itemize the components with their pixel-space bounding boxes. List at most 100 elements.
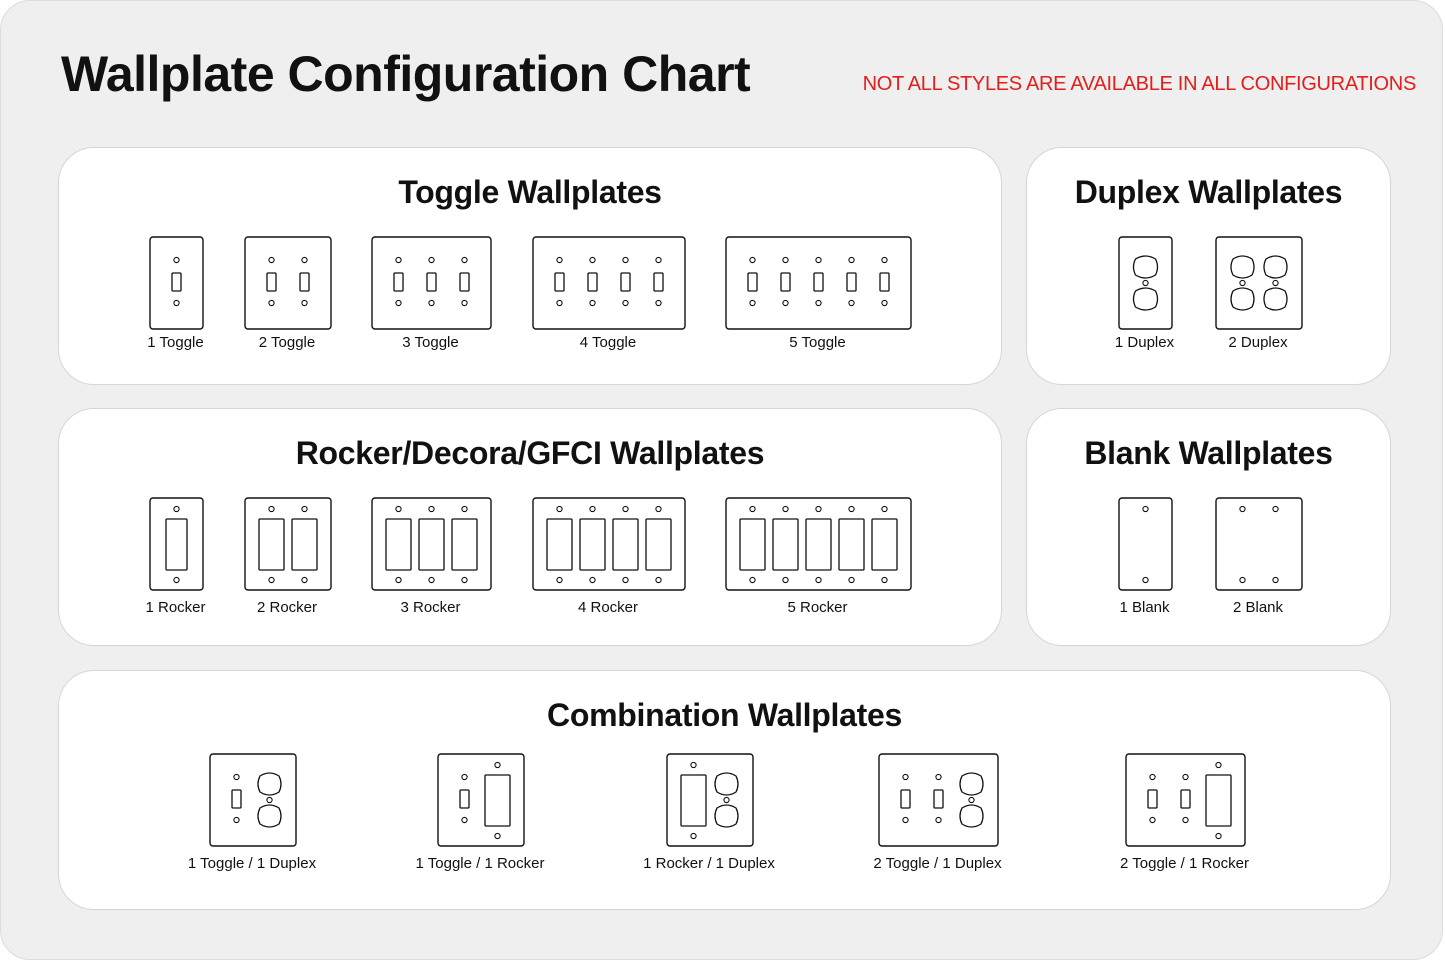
screw-hole bbox=[1182, 773, 1189, 781]
blank-opening-1 bbox=[1142, 505, 1149, 584]
screw-hole bbox=[428, 256, 435, 264]
rocker-opening-2 bbox=[418, 505, 445, 584]
screw-hole bbox=[848, 576, 855, 584]
combination-plate-3 bbox=[666, 753, 754, 847]
screw-hole bbox=[173, 505, 180, 513]
screw-hole bbox=[622, 576, 629, 584]
screw-hole bbox=[395, 299, 402, 307]
screw-hole bbox=[655, 299, 662, 307]
screw-hole bbox=[1239, 505, 1246, 513]
toggle-plate-2 bbox=[244, 236, 332, 330]
rocker-opening-1 bbox=[258, 505, 285, 584]
screw-hole bbox=[233, 773, 240, 781]
screw-hole bbox=[428, 505, 435, 513]
plate-outline bbox=[209, 753, 297, 847]
toggle-opening-3 bbox=[459, 256, 470, 307]
toggle-opening-4 bbox=[846, 256, 857, 307]
screw-hole bbox=[815, 256, 822, 264]
toggle-opening-2 bbox=[1180, 773, 1191, 824]
rocker-plate-1 bbox=[149, 497, 204, 591]
screw-hole bbox=[395, 505, 402, 513]
duplex-plate-label-1: 1 Duplex bbox=[1114, 334, 1175, 351]
page-title: Wallplate Configuration Chart bbox=[61, 46, 751, 102]
rocker-plate-label-5: 5 Rocker bbox=[787, 599, 848, 616]
duplex-opening-1 bbox=[1230, 255, 1255, 311]
combination-plate-2 bbox=[437, 753, 525, 847]
screw-hole bbox=[968, 796, 975, 804]
toggle-plate-5 bbox=[725, 236, 912, 330]
duplex-plate-2 bbox=[1215, 236, 1303, 330]
screw-hole bbox=[1149, 773, 1156, 781]
screw-hole bbox=[1142, 279, 1149, 287]
rocker-opening-3 bbox=[805, 505, 832, 584]
screw-hole bbox=[173, 256, 180, 264]
plate-outline bbox=[244, 236, 332, 330]
screw-hole bbox=[690, 832, 697, 840]
duplex-opening-3 bbox=[959, 772, 984, 828]
duplex-opening-2 bbox=[714, 772, 739, 828]
combination-plate-5 bbox=[1125, 753, 1246, 847]
plate-outline bbox=[1215, 236, 1303, 330]
toggle-plate-1 bbox=[149, 236, 204, 330]
screw-hole bbox=[1272, 505, 1279, 513]
screw-hole bbox=[1142, 505, 1149, 513]
toggle-plate-3 bbox=[371, 236, 492, 330]
screw-hole bbox=[749, 576, 756, 584]
toggle-opening-2 bbox=[933, 773, 944, 824]
screw-hole bbox=[268, 256, 275, 264]
screw-hole bbox=[655, 256, 662, 264]
screw-hole bbox=[556, 299, 563, 307]
blank-panel-title: Blank Wallplates bbox=[1084, 435, 1333, 471]
combination-plate-label-5: 2 Toggle / 1 Rocker bbox=[1120, 855, 1249, 872]
screw-hole bbox=[494, 832, 501, 840]
plate-outline bbox=[1118, 497, 1173, 591]
screw-hole bbox=[301, 256, 308, 264]
toggle-opening-2 bbox=[299, 256, 310, 307]
toggle-opening-3 bbox=[813, 256, 824, 307]
screw-hole bbox=[881, 299, 888, 307]
screw-hole bbox=[589, 576, 596, 584]
toggle-plate-4 bbox=[532, 236, 686, 330]
screw-hole bbox=[815, 505, 822, 513]
screw-hole bbox=[723, 796, 730, 804]
duplex-plate-1 bbox=[1118, 236, 1173, 330]
toggle-opening-1 bbox=[900, 773, 911, 824]
screw-hole bbox=[848, 505, 855, 513]
screw-hole bbox=[461, 505, 468, 513]
screw-hole bbox=[848, 256, 855, 264]
rocker-opening-3 bbox=[451, 505, 478, 584]
duplex-opening-2 bbox=[1263, 255, 1288, 311]
screw-hole bbox=[881, 576, 888, 584]
toggle-opening-3 bbox=[620, 256, 631, 307]
screw-hole bbox=[749, 505, 756, 513]
screw-hole bbox=[556, 576, 563, 584]
rocker-opening-2 bbox=[291, 505, 318, 584]
toggle-opening-1 bbox=[171, 256, 182, 307]
screw-hole bbox=[782, 505, 789, 513]
screw-hole bbox=[782, 576, 789, 584]
toggle-plate-label-1: 1 Toggle bbox=[147, 334, 204, 351]
screw-hole bbox=[1215, 761, 1222, 769]
rocker-plate-label-2: 2 Rocker bbox=[256, 599, 318, 616]
screw-hole bbox=[556, 256, 563, 264]
screw-hole bbox=[268, 576, 275, 584]
plate-outline bbox=[532, 236, 686, 330]
rocker-plate-label-1: 1 Rocker bbox=[145, 599, 206, 616]
screw-hole bbox=[655, 505, 662, 513]
toggle-opening-2 bbox=[426, 256, 437, 307]
rocker-plate-4 bbox=[532, 497, 686, 591]
combination-wallplates-panel: Combination Wallplates 1 Toggle / 1 Dupl… bbox=[58, 670, 1391, 910]
screw-hole bbox=[622, 505, 629, 513]
screw-hole bbox=[589, 256, 596, 264]
rocker-opening-1 bbox=[165, 505, 188, 584]
availability-notice: NOT ALL STYLES ARE AVAILABLE IN ALL CONF… bbox=[862, 73, 1417, 95]
toggle-opening-2 bbox=[780, 256, 791, 307]
rocker-opening-1 bbox=[739, 505, 766, 584]
screw-hole bbox=[935, 773, 942, 781]
screw-hole bbox=[655, 576, 662, 584]
duplex-opening-2 bbox=[257, 772, 282, 828]
screw-hole bbox=[461, 816, 468, 824]
toggle-opening-2 bbox=[587, 256, 598, 307]
toggle-plate-label-2: 2 Toggle bbox=[258, 334, 316, 351]
